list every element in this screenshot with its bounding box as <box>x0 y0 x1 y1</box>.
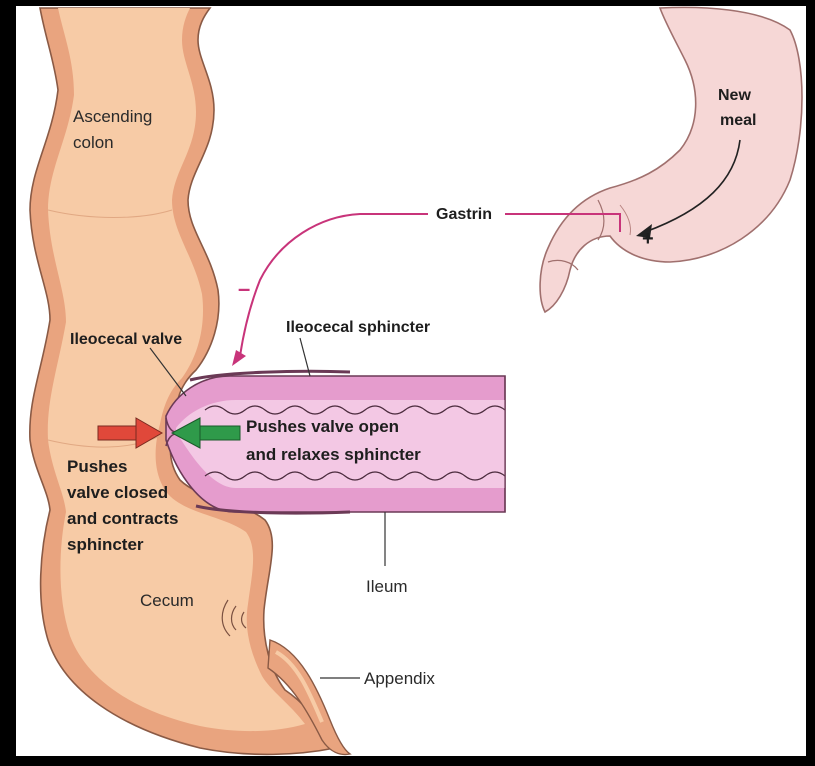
ileum-inner <box>176 400 505 488</box>
red-arrow-shaft <box>98 426 138 440</box>
label-ileocecal-valve: Ileocecal valve <box>70 331 182 348</box>
label-ileum: Ileum <box>366 577 408 596</box>
ileum <box>166 371 505 513</box>
label-ileocecal-sphincter: Ileocecal sphincter <box>286 319 430 336</box>
label-gastrin: Gastrin <box>436 206 492 223</box>
plus-sign: + <box>642 228 654 250</box>
green-arrow-shaft <box>198 426 240 440</box>
label-cecum: Cecum <box>140 591 194 610</box>
label-appendix: Appendix <box>364 669 435 688</box>
minus-sign: – <box>238 276 250 301</box>
